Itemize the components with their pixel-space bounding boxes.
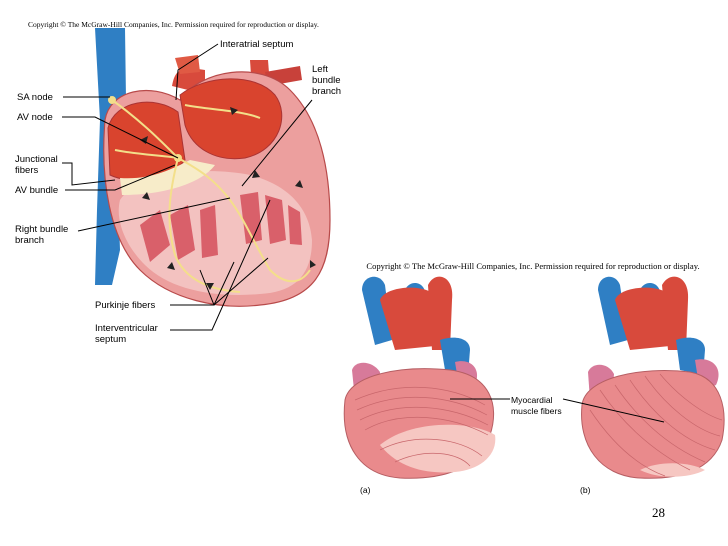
label-interatrial-septum: Interatrial septum [220,39,293,50]
label-panel-a: (a) [360,485,371,496]
heart-panel-a [344,277,495,479]
label-interventricular-septum: Interventricular septum [95,323,158,345]
label-av-bundle: AV bundle [15,185,58,196]
label-sa-node: SA node [17,92,53,103]
heart-panel-b [582,277,725,479]
label-right-bundle-branch: Right bundle branch [15,224,68,246]
label-junctional-fibers: Junctional fibers [15,154,58,176]
label-left-bundle-branch: Left bundle branch [312,64,341,97]
slide-number: 28 [652,505,665,521]
label-myocardial-muscle-fibers: Myocardial muscle fibers [511,395,562,417]
label-purkinje-fibers: Purkinje fibers [95,300,155,311]
label-av-node: AV node [17,112,53,123]
label-panel-b: (b) [580,485,591,496]
